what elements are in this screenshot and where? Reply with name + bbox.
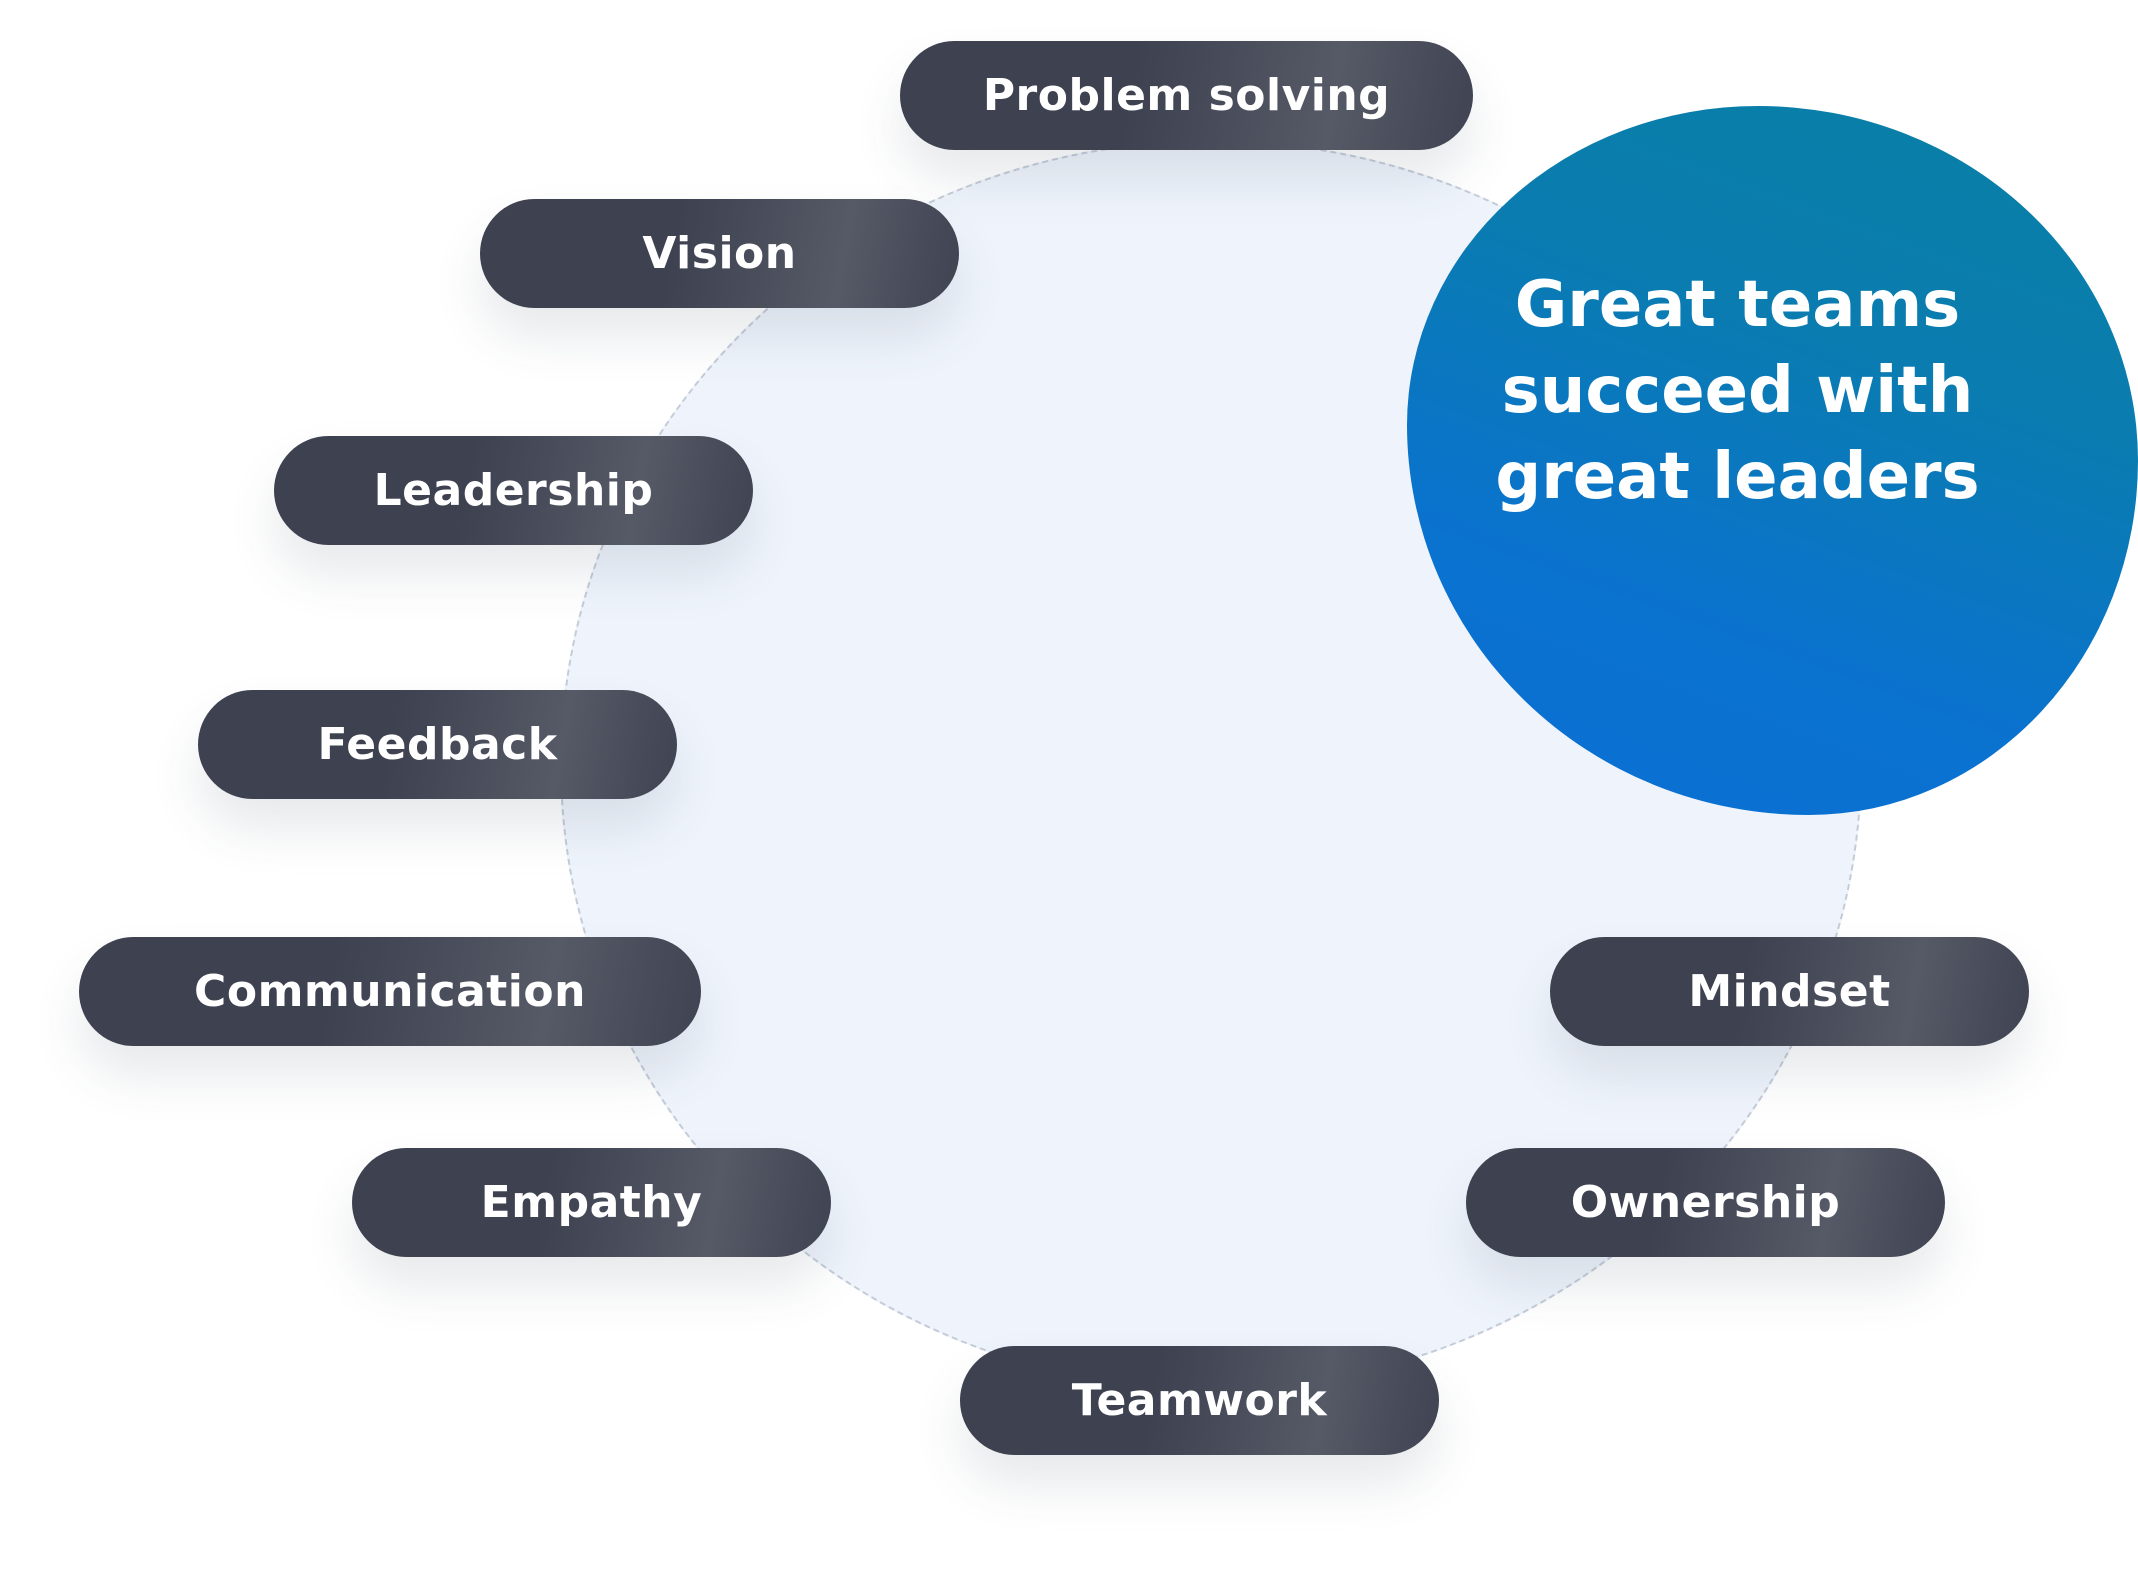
skill-pill-mindset: Mindset (1550, 937, 2029, 1046)
skill-pill-teamwork: Teamwork (960, 1346, 1439, 1455)
skill-pill-vision: Vision (480, 199, 959, 308)
skill-pill-communication: Communication (79, 937, 701, 1046)
skill-pill-feedback: Feedback (198, 690, 677, 799)
skill-pill-ownership: Ownership (1466, 1148, 1945, 1257)
headline-text: Great teams succeed with great leaders (1495, 267, 1980, 514)
skill-pill-empathy: Empathy (352, 1148, 831, 1257)
skill-pill-leadership: Leadership (274, 436, 753, 545)
skill-pill-problem-solving: Problem solving (900, 41, 1473, 150)
headline-blob: Great teams succeed with great leaders (1407, 106, 2138, 815)
